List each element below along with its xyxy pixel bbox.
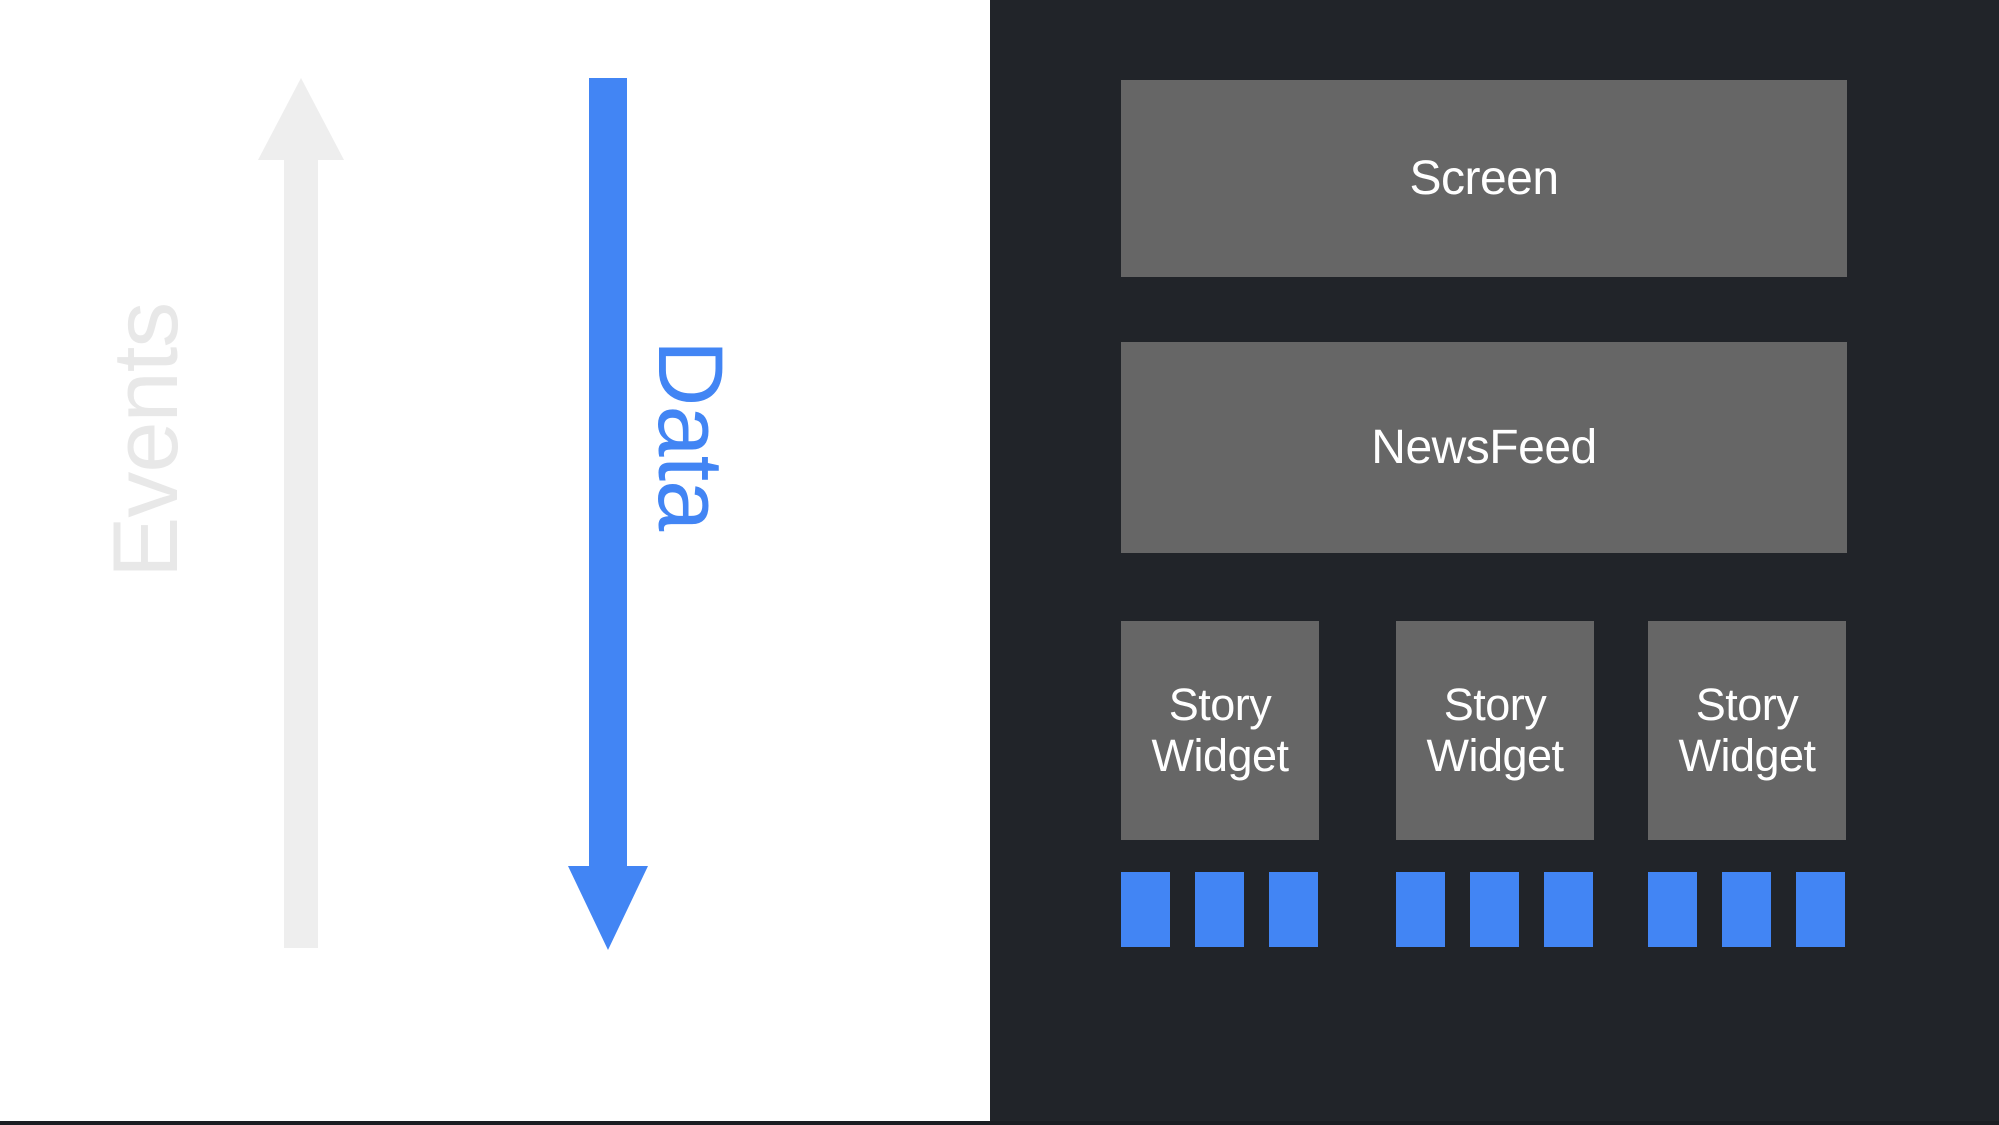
events-flow-label: Events [95,302,197,578]
data-flow-label: Data [639,340,741,531]
story-widget-label-line2: Widget [1678,729,1816,781]
story-widget-children-group [1648,872,1845,947]
child-element-bar[interactable] [1195,872,1244,947]
story-widget-label-line1: Story [1443,679,1547,731]
child-element-bar[interactable] [1544,872,1593,947]
child-element-bar[interactable] [1796,872,1845,947]
screen-component-box[interactable]: Screen [1121,80,1847,277]
story-widget-box[interactable]: Story Widget [1396,621,1594,840]
flow-legend-pane: Events Data [0,0,990,1121]
story-widget-label-line2: Widget [1426,729,1564,781]
child-element-bar[interactable] [1722,872,1771,947]
child-element-bar[interactable] [1121,872,1170,947]
story-widget-children-group [1121,872,1318,947]
story-widget-box[interactable]: Story Widget [1121,621,1319,840]
component-tree-pane: Screen NewsFeed Story Widget Story Widge… [990,0,1999,1121]
child-element-bar[interactable] [1648,872,1697,947]
child-element-bar[interactable] [1396,872,1445,947]
story-widget-label-line1: Story [1168,679,1272,731]
child-element-bar[interactable] [1470,872,1519,947]
child-element-bar[interactable] [1269,872,1318,947]
story-widget-children-group [1396,872,1593,947]
events-arrow-icon [258,78,344,948]
story-widget-label-line2: Widget [1151,729,1289,781]
story-widget-label-line1: Story [1695,679,1799,731]
data-arrow-icon [568,78,648,950]
newsfeed-component-box[interactable]: NewsFeed [1121,342,1847,553]
story-widget-box[interactable]: Story Widget [1648,621,1846,840]
